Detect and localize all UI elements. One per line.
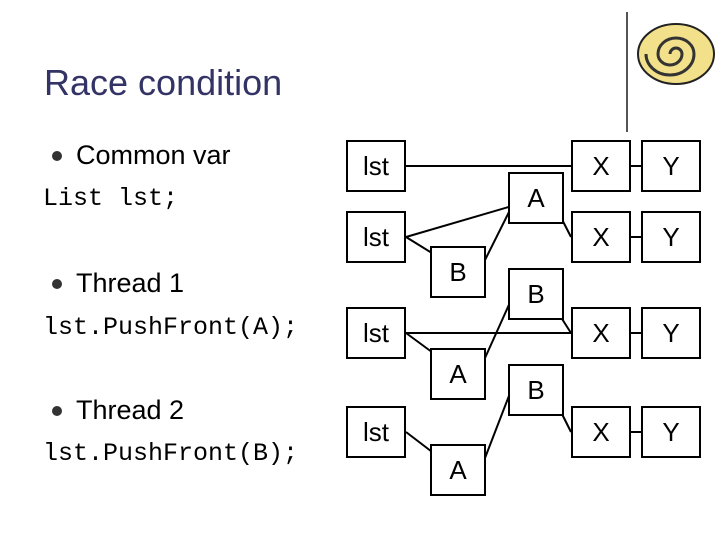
node-a-row-4: A — [430, 444, 486, 496]
bullet-common-var: Common var — [52, 140, 231, 171]
node-y-row-4: Y — [641, 406, 701, 458]
node-b-row-3-right: B — [508, 364, 564, 416]
bullet-thread-2: Thread 2 — [52, 395, 184, 426]
node-a-row-3: A — [430, 348, 486, 400]
bullet-dot-icon — [52, 405, 62, 416]
bullet-dot-icon — [52, 278, 62, 289]
node-x-row-3: X — [571, 307, 631, 359]
node-b-row-2: B — [430, 246, 486, 298]
code-common-var: List lst; — [43, 184, 179, 213]
code-thread-2: lst.PushFront(B); — [43, 439, 299, 468]
node-y-row-3: Y — [641, 307, 701, 359]
node-x-row-2: X — [571, 211, 631, 263]
list-head-row-3: lst — [346, 307, 406, 359]
edge-row4-a-b — [484, 387, 513, 459]
node-a-row-1: A — [508, 172, 564, 224]
bullet-label: Thread 1 — [76, 268, 185, 298]
code-thread-1: lst.PushFront(A); — [43, 313, 299, 342]
edge-row2-b-a — [484, 205, 513, 261]
bullet-dot-icon — [52, 150, 62, 161]
spiral-logo-icon — [637, 23, 715, 85]
node-x-row-1: X — [571, 140, 631, 192]
slide-title: Race condition — [44, 62, 283, 103]
bullet-thread-1: Thread 1 — [52, 268, 184, 299]
list-head-row-4: lst — [346, 406, 406, 458]
node-b-row-2-right: B — [508, 268, 564, 320]
edge-row3-a-b — [484, 297, 513, 359]
edge-row2-lst-a — [405, 205, 513, 238]
bullet-label: Common var — [76, 140, 231, 170]
header-divider — [626, 12, 628, 132]
bullet-label: Thread 2 — [76, 395, 185, 425]
node-y-row-2: Y — [641, 211, 701, 263]
node-y-row-1: Y — [641, 140, 701, 192]
node-x-row-4: X — [571, 406, 631, 458]
list-head-row-2: lst — [346, 211, 406, 263]
list-head-row-1: lst — [346, 140, 406, 192]
